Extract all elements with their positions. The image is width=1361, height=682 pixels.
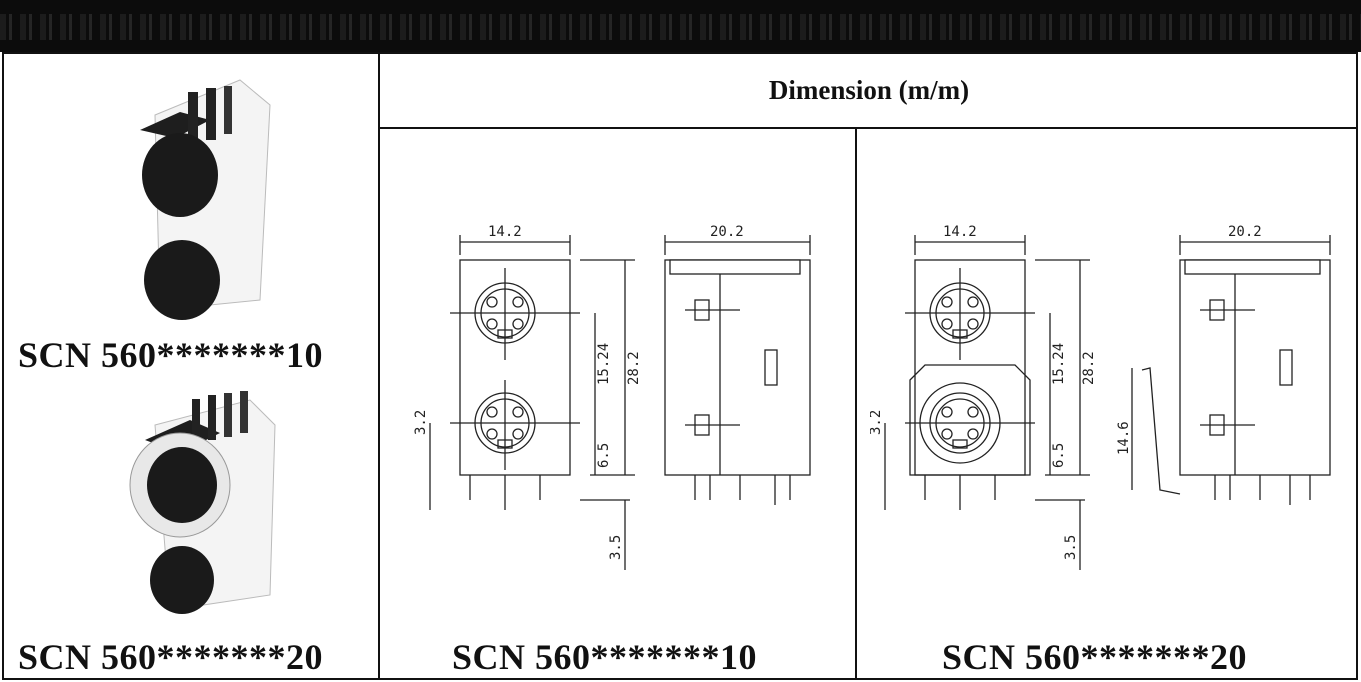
dim-side-width: 20.2 bbox=[1228, 224, 1262, 240]
dim-front-width: 14.2 bbox=[488, 224, 522, 240]
connector-photo-bracket bbox=[129, 391, 276, 614]
spec-table bbox=[2, 52, 1358, 680]
dim-lower: 6.5 bbox=[1051, 443, 1067, 468]
top-banner bbox=[0, 0, 1361, 52]
dim-offset: 3.2 bbox=[870, 410, 884, 435]
dim-pitch: 15.24 bbox=[1051, 343, 1067, 385]
dim-side-width: 20.2 bbox=[710, 224, 744, 240]
dim-height: 28.2 bbox=[626, 351, 642, 385]
drawing-label: SCN 560*******10 bbox=[452, 637, 758, 677]
dim-pin-length: 3.5 bbox=[608, 535, 624, 560]
dimension-title: Dimension (m/m) bbox=[768, 74, 970, 105]
dimension-drawing-bracket: 14.2 20.2 15.24 28.2 3.2 6.5 3.5 14.6 bbox=[870, 224, 1331, 570]
product-label: SCN 560*******20 bbox=[18, 637, 324, 677]
dim-bracket-height: 14.6 bbox=[1116, 421, 1132, 455]
header-divider bbox=[380, 127, 1358, 129]
dimension-drawing-single: 14.2 20.2 15.24 28.2 3.2 6.5 3.5 bbox=[413, 224, 811, 570]
dim-lower: 6.5 bbox=[596, 443, 612, 468]
dim-pitch: 15.24 bbox=[596, 343, 612, 385]
dim-offset: 3.2 bbox=[413, 410, 429, 435]
dim-pin-length: 3.5 bbox=[1063, 535, 1079, 560]
dim-front-width: 14.2 bbox=[943, 224, 977, 240]
column-divider bbox=[855, 128, 857, 680]
dim-height: 28.2 bbox=[1081, 351, 1097, 385]
connector-photo-single bbox=[140, 79, 271, 320]
drawing-label: SCN 560*******20 bbox=[942, 637, 1248, 677]
product-label: SCN 560*******10 bbox=[18, 335, 324, 375]
column-divider bbox=[378, 52, 380, 680]
